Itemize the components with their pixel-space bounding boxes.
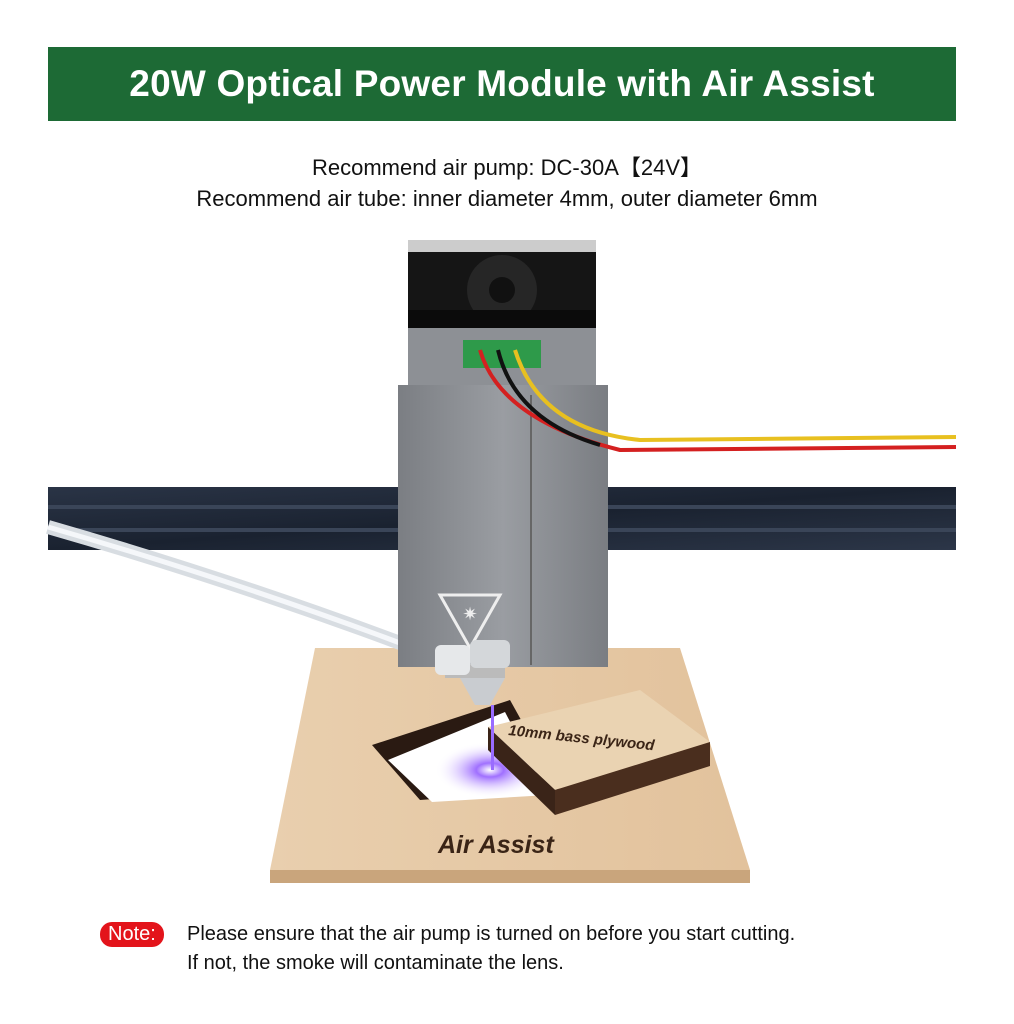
air-tube-spec: Recommend air tube: inner diameter 4mm, … <box>196 186 818 211</box>
laser-warning-icon <box>437 593 503 652</box>
note-line-1: Please ensure that the air pump is turne… <box>187 923 796 945</box>
air-pump-spec: Recommend air pump: DC-30A【24V】 <box>311 155 703 180</box>
wire-yellow <box>513 349 957 443</box>
laser-module: ✷ <box>398 240 608 705</box>
plywood-piece: 10mm bass plywood <box>488 690 710 815</box>
title-banner: 20W Optical Power Module with Air Assist <box>48 47 956 121</box>
svg-text:✷: ✷ <box>462 604 477 624</box>
page-title: 20W Optical Power Module with Air Assist <box>129 63 875 104</box>
note-badge: Note: <box>100 922 164 947</box>
board-label: Air Assist <box>437 831 555 859</box>
wire-red <box>478 349 957 453</box>
note-line-2: If not, the smoke will contaminate the l… <box>187 952 564 974</box>
